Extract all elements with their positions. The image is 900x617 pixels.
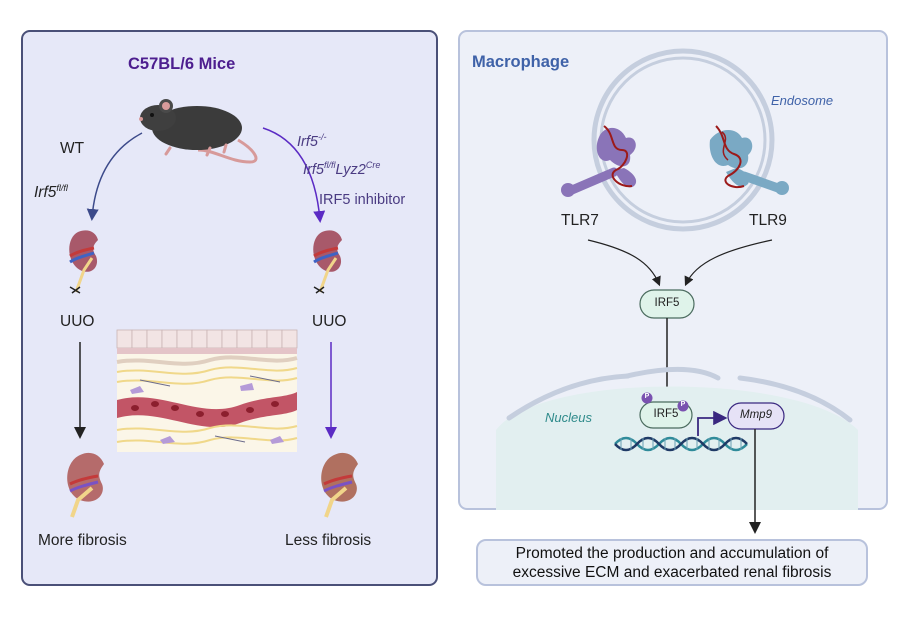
phospho-label-1: P <box>644 393 650 400</box>
phospho-label-2: P <box>680 401 686 408</box>
endosome-membrane <box>591 48 775 232</box>
kidney-left-uuo-icon <box>69 230 98 294</box>
wt-label: WT <box>60 140 85 157</box>
more-fibrosis-label: More fibrosis <box>38 532 127 549</box>
strain-title: C57BL/6 Mice <box>128 55 236 73</box>
arrow-to-wt-kidney <box>86 132 143 221</box>
irf5-inhibitor-label: IRF5 inhibitor <box>319 192 406 208</box>
uuo-right-label: UUO <box>312 313 347 330</box>
outcome-line-2: excessive ECM and exacerbated renal fibr… <box>512 564 832 581</box>
kidney-right-uuo-icon <box>313 230 342 294</box>
tlr9-label: TLR9 <box>749 212 787 229</box>
arrow-to-ko-kidney <box>262 127 326 223</box>
irf5-nucleus-label: IRF5 <box>653 408 679 420</box>
mmp9-node <box>727 402 785 430</box>
endosome-label: Endosome <box>771 93 834 108</box>
tlr7-receptor-icon <box>561 125 637 197</box>
uuo-left-label: UUO <box>60 313 95 330</box>
tlr9-receptor-icon <box>709 125 789 195</box>
mouse-illustration <box>139 99 258 164</box>
tlr7-label: TLR7 <box>561 212 599 229</box>
irf5-ko-label: Irf5-/- <box>297 132 327 150</box>
macrophage-title: Macrophage <box>472 53 570 71</box>
mmp9-label: Mmp9 <box>740 409 772 421</box>
arrow-tlr7-irf5 <box>587 239 661 287</box>
less-fibrosis-label: Less fibrosis <box>285 532 372 549</box>
irf5-top-label: IRF5 <box>654 297 680 309</box>
irf5-flfl-label: Irf5fl/fl <box>34 183 68 202</box>
nucleus-label: Nucleus <box>545 410 592 425</box>
arrow-tlr9-irf5 <box>684 239 773 287</box>
kidney-less-fibrosis-icon <box>321 452 358 518</box>
outcome-line-1: Promoted the production and accumulation… <box>515 545 829 562</box>
kidney-more-fibrosis-icon <box>67 452 104 518</box>
outcome-box: Promoted the production and accumulation… <box>476 539 868 586</box>
phospho-marker-1 <box>641 392 653 404</box>
transcription-arrow <box>697 410 728 436</box>
phospho-marker-2 <box>677 400 689 412</box>
irf5-lyz2-cre-label: Irf5fl/flLyz2Cre <box>303 160 381 178</box>
dna-helix-icon <box>614 436 748 452</box>
renal-tissue-illustration <box>116 329 298 452</box>
